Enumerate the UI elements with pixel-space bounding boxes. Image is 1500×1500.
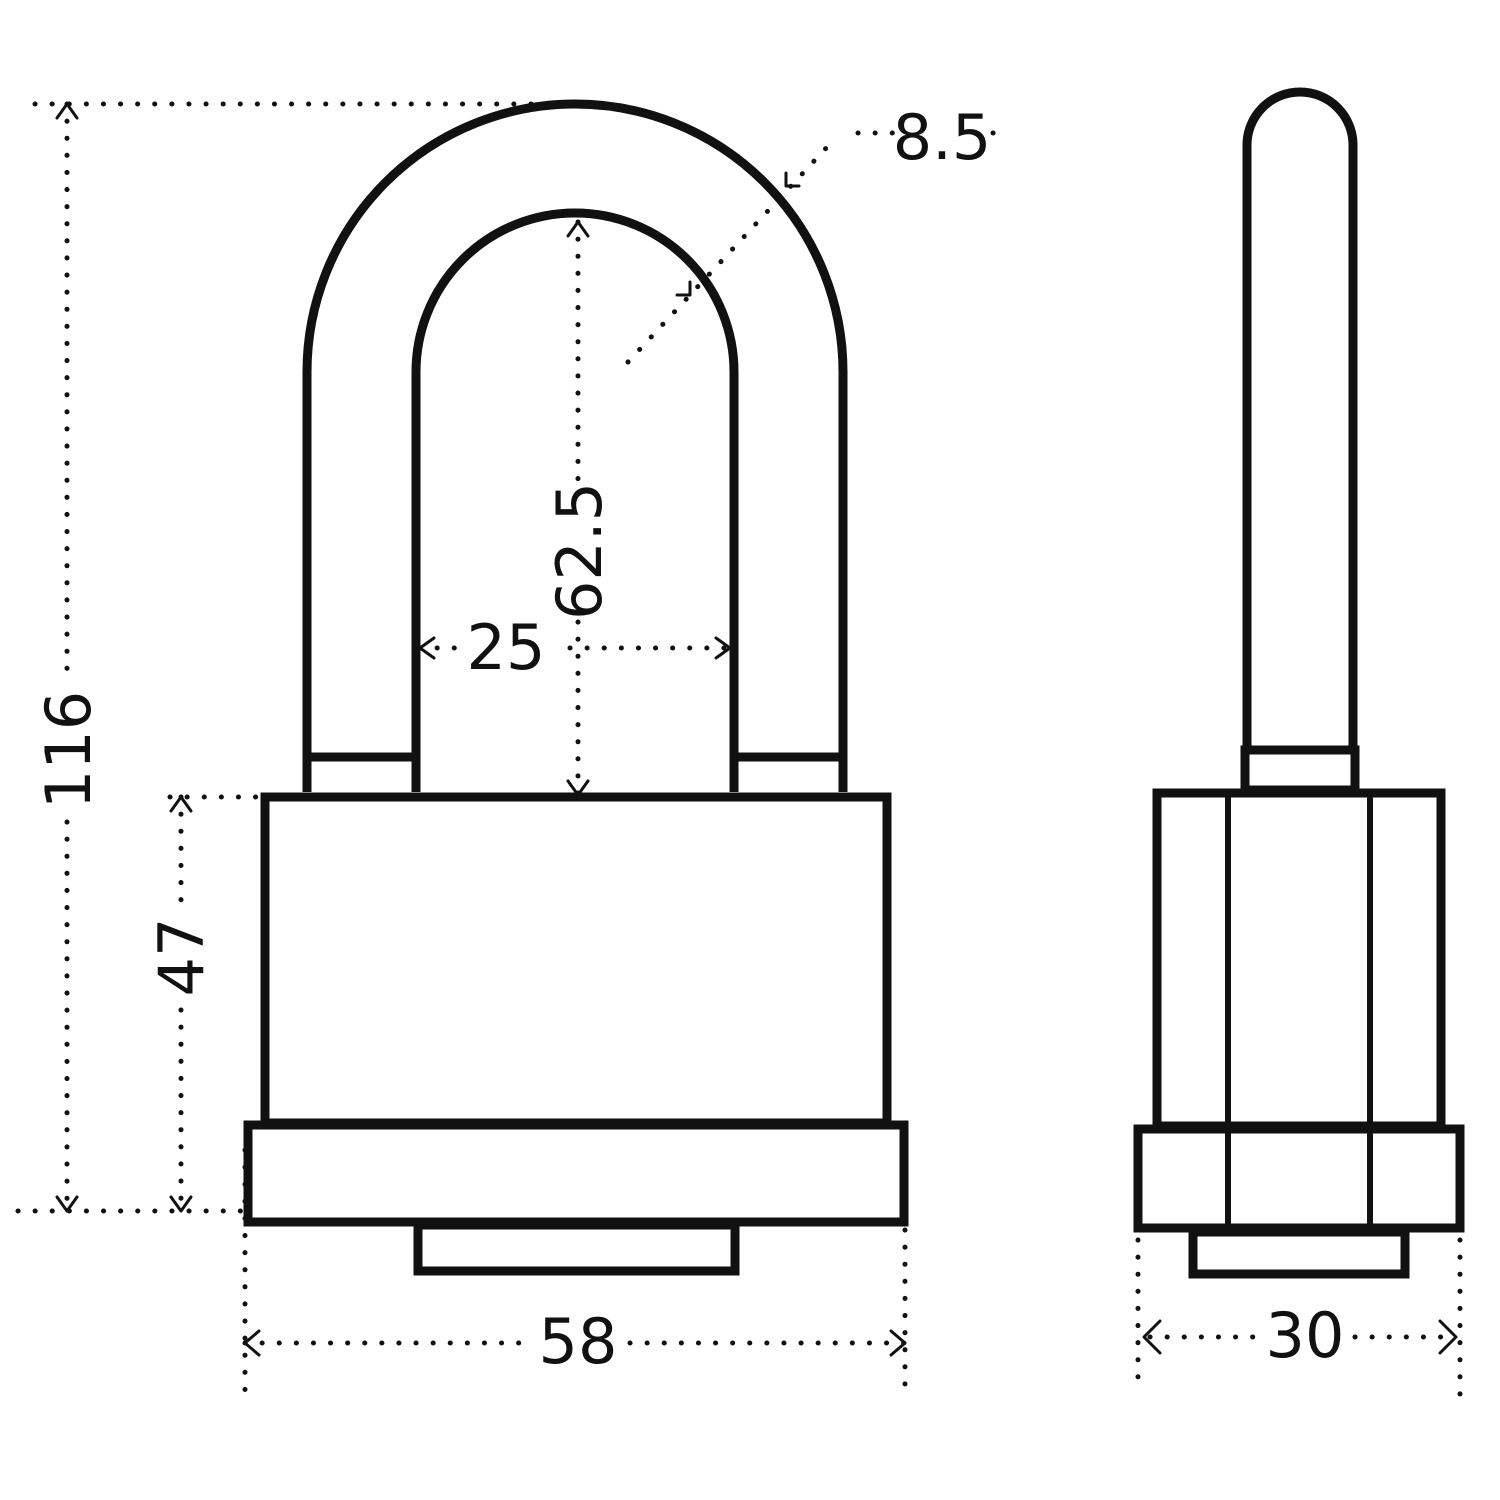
body-width-right-arrow xyxy=(889,1329,907,1357)
dimension-labels: 116 47 62.5 25 8.5 58 30 xyxy=(32,101,1344,1378)
shackle-outer-outline xyxy=(302,99,848,792)
clearance-label: 62.5 xyxy=(543,482,616,620)
depth-left-arrow xyxy=(1142,1319,1162,1355)
depth-label: 30 xyxy=(1266,1299,1345,1372)
thickness-leader-line xyxy=(625,143,831,365)
side-collar xyxy=(1240,745,1360,795)
inner-width-right-arrow xyxy=(714,636,732,660)
body-height-bottom-arrow xyxy=(169,1195,193,1213)
key-cylinder xyxy=(413,1220,740,1276)
lock-body xyxy=(260,792,892,1128)
front-view xyxy=(243,99,909,1276)
inner-width-label: 25 xyxy=(467,611,546,684)
clearance-bottom-arrow xyxy=(566,779,590,797)
body-width-label: 58 xyxy=(539,1305,618,1378)
total-height-top-arrow xyxy=(55,102,79,120)
thickness-outer-arrow xyxy=(784,171,801,188)
side-key-cylinder xyxy=(1188,1227,1410,1279)
thickness-label: 8.5 xyxy=(893,101,992,174)
side-bumper xyxy=(1133,1124,1465,1233)
lock-bumper xyxy=(243,1120,909,1227)
total-height-label: 116 xyxy=(32,691,105,809)
side-shackle-outline xyxy=(1242,87,1358,748)
thickness-inner-arrow xyxy=(675,280,692,297)
body-width-left-arrow xyxy=(243,1329,261,1357)
body-height-label: 47 xyxy=(145,918,218,997)
dimension-lines xyxy=(15,101,1463,1403)
body-height-top-arrow xyxy=(169,795,193,813)
clearance-top-arrow xyxy=(566,220,590,238)
total-height-bottom-arrow xyxy=(55,1195,79,1213)
side-view xyxy=(1133,87,1465,1279)
inner-width-left-arrow xyxy=(418,636,436,660)
shackle-inner-outline xyxy=(411,208,739,792)
side-body xyxy=(1152,788,1446,1131)
depth-right-arrow xyxy=(1438,1319,1458,1355)
